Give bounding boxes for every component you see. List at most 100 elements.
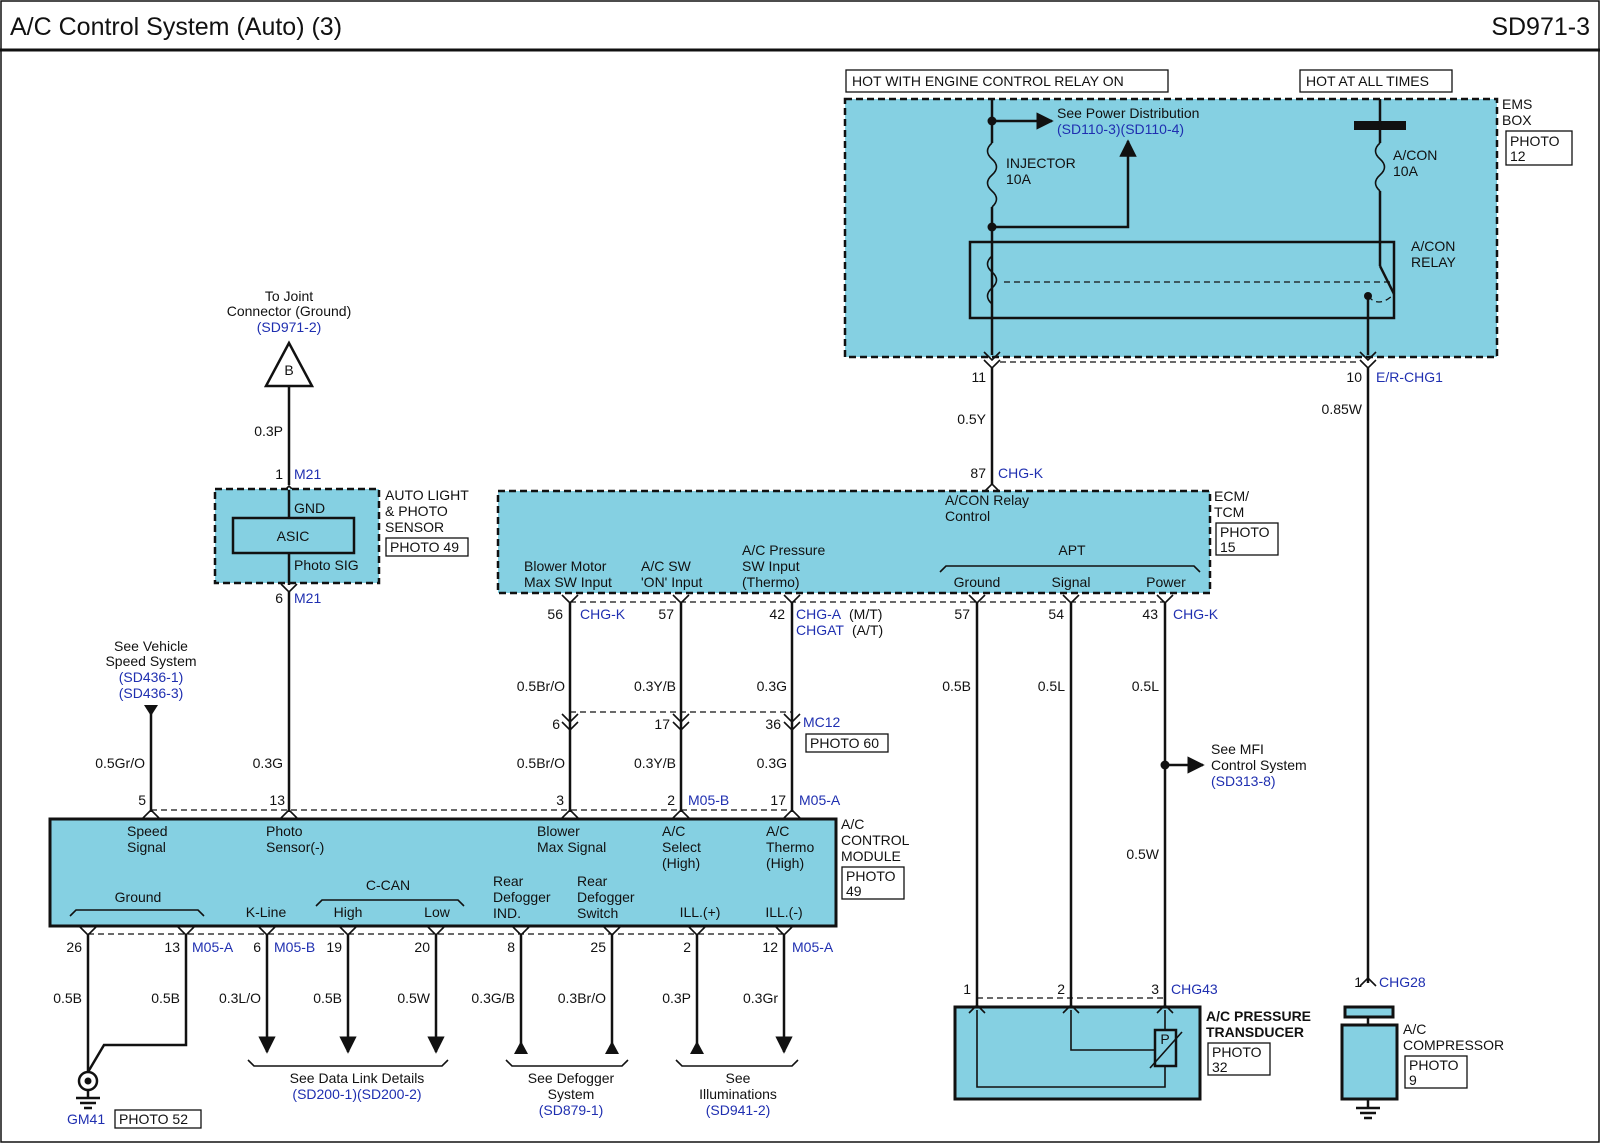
wire-13-ground [86, 935, 188, 1073]
compressor-pin-1: 1 [1354, 974, 1362, 990]
ecm-chg-k-56: CHG-K [580, 606, 626, 622]
acm-name-3: MODULE [841, 848, 901, 864]
ecm-blower-input-2: Max SW Input [524, 574, 612, 590]
defogger-bracket [505, 1059, 629, 1067]
ecm-pin-57b: 57 [954, 606, 970, 622]
acm-name-2: CONTROL [841, 832, 910, 848]
pressure-transducer-section: 1 2 3 CHG43 P A/C PRESSURE TRANSDUCER PH… [953, 981, 1311, 1101]
sensor-m21-bottom: M21 [294, 590, 321, 606]
ecm-pin-87-icon [983, 482, 1001, 493]
transducer-pin-1: 1 [963, 981, 971, 997]
chg43-connector: CHG43 [1171, 981, 1218, 997]
wire-05w-power: 0.5W [1126, 846, 1159, 862]
ecm-pin-87: 87 [970, 465, 986, 481]
wire-03p-label: 0.3P [254, 423, 283, 439]
acm-pin-13-icon [280, 808, 298, 819]
transducer-photo-2: 32 [1212, 1059, 1228, 1075]
acon-fuse-label-2: 10A [1393, 163, 1419, 179]
sensor-photo-sig: Photo SIG [294, 557, 359, 573]
acm-speed-1: Speed [127, 823, 167, 839]
vehicle-speed-section: See Vehicle Speed System (SD436-1) (SD43… [105, 638, 197, 812]
wire-03g-photo: 0.3G [253, 755, 283, 771]
mc12-pin-17-icon [672, 713, 690, 732]
power-dist-up-wire [992, 139, 1137, 229]
ecm-pin-42: 42 [769, 606, 785, 622]
ecm-apt: APT [1058, 542, 1086, 558]
compressor-name-1: A/C [1403, 1021, 1426, 1037]
compressor-photo-1: PHOTO [1409, 1057, 1459, 1073]
transducer-pin-1-icon [968, 1003, 986, 1014]
see-mfi-2: Control System [1211, 757, 1307, 773]
ecm-pressure-input-2: SW Input [742, 558, 800, 574]
ecm-relay-control-1: A/CON Relay [945, 492, 1029, 508]
acm-kline: K-Line [246, 904, 287, 920]
sensor-m21-top: M21 [294, 466, 321, 482]
power-distribution-ref: (SD110-3)(SD110-4) [1057, 121, 1184, 137]
relay-switch-arm-icon [1378, 265, 1396, 295]
see-defogger-1: See Defogger [528, 1070, 615, 1086]
acm-bottom-pin-20: 20 [414, 939, 430, 955]
ground-point-dot-icon [84, 1077, 92, 1085]
wire-05w-low: 0.5W [397, 990, 430, 1006]
see-illum-2: Illuminations [699, 1086, 777, 1102]
compressor-box [1340, 1023, 1399, 1101]
wire-05b-apt: 0.5B [942, 678, 971, 694]
acm-photo-1: PHOTO [846, 868, 896, 884]
acm-thermo-1: A/C [766, 823, 789, 839]
vss-ref-2: (SD436-3) [119, 685, 184, 701]
wire-03lo-label: 0.3L/O [219, 990, 261, 1006]
rear-ind-arrow-icon [514, 1041, 528, 1054]
acm-select-2: Select [662, 839, 701, 855]
illum-bracket [675, 1059, 799, 1067]
acm-pin-2: 2 [667, 792, 675, 808]
to-joint-ref: (SD971-2) [257, 319, 322, 335]
acm-box [48, 817, 838, 928]
ems-photo-label-2: 12 [1510, 148, 1526, 164]
acm-ground-bracket [69, 909, 205, 917]
ecm-pin-43: 43 [1142, 606, 1158, 622]
ecm-pressure-input-3: (Thermo) [742, 574, 800, 590]
mc12-connector: MC12 [803, 714, 841, 730]
acm-blower-1: Blower [537, 823, 580, 839]
ecm-section: 87 CHG-K ECM/ TCM PHOTO 15 A/CON Relay C… [496, 465, 1279, 638]
acm-high: High [334, 904, 363, 920]
transducer-internal-signal [1070, 1010, 1155, 1051]
sensor-pin-1: 1 [275, 466, 283, 482]
wire-05b-high: 0.5B [313, 990, 342, 1006]
acon-relay-label-1: A/CON [1411, 238, 1455, 254]
ecm-photo-box [1215, 522, 1279, 556]
ecm-acsw-input-2: 'ON' Input [641, 574, 702, 590]
pressure-sensor-slash-icon [1149, 1031, 1183, 1069]
acm-select-3: (High) [662, 855, 700, 871]
asic-label: ASIC [277, 528, 310, 544]
wire-03p-ill: 0.3P [662, 990, 691, 1006]
acm-bottom-pin-19: 19 [326, 939, 342, 955]
acm-rear-sw-1: Rear [577, 873, 608, 889]
acm-pin-17: 17 [770, 792, 786, 808]
see-defogger-2: System [548, 1086, 595, 1102]
acm-bottom-pin-13: 13 [164, 939, 180, 955]
acon-fuse-icon [1374, 142, 1386, 192]
ecm-chg-k-top: CHG-K [998, 465, 1044, 481]
compressor-pin-1-icon [1359, 976, 1377, 987]
ecm-blower-input-1: Blower Motor [524, 558, 607, 574]
ecm-name-1: ECM/ [1214, 488, 1249, 504]
acm-bottom-pin-12: 12 [762, 939, 778, 955]
pressure-sensor-element-icon [1153, 1028, 1178, 1068]
vss-arrow-icon [144, 705, 158, 716]
asic-box [231, 516, 356, 555]
ecm-at: (A/T) [852, 622, 883, 638]
illum-ref: (SD941-2) [706, 1102, 771, 1118]
ems-photo-box [1505, 130, 1573, 166]
mc12-pin-36: 36 [765, 716, 781, 732]
acm-bottom-pin-6: 6 [253, 939, 261, 955]
acm-bottom-m05a-2: M05-A [792, 939, 834, 955]
acm-pin-5: 5 [138, 792, 146, 808]
data-link-ref: (SD200-1)(SD200-2) [292, 1086, 421, 1102]
gm41-label: GM41 [67, 1111, 105, 1127]
acm-bottom-pin-25: 25 [590, 939, 606, 955]
acm-bottom-pin-8: 8 [507, 939, 515, 955]
wire-03g-upper: 0.3G [757, 678, 787, 694]
